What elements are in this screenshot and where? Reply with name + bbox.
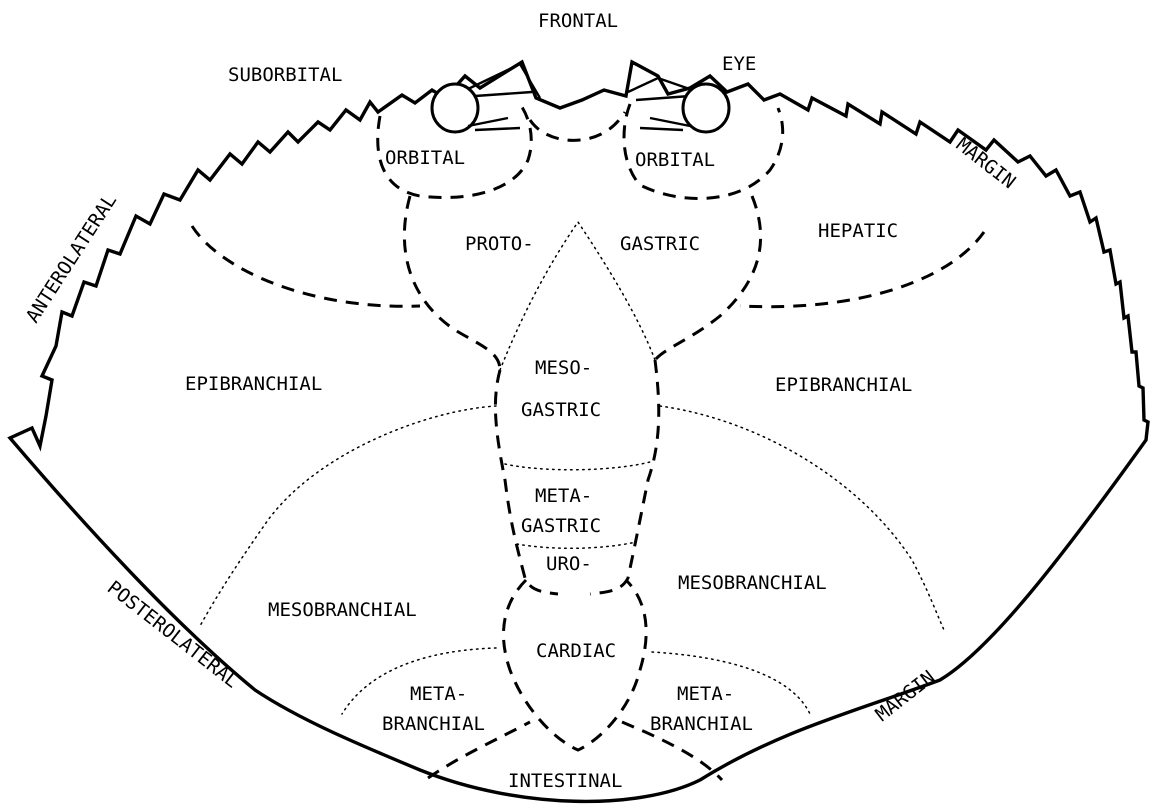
frontal-lobe-left (466, 64, 540, 98)
hepatic-right-boundary (740, 232, 984, 307)
metagastric-line-bottom (517, 542, 636, 548)
label-intestinal: INTESTINAL (508, 770, 622, 792)
label-margin-bottom: MARGIN (872, 666, 940, 726)
mesobranchial-left-line (200, 406, 496, 626)
hepatic-left-boundary (192, 226, 420, 306)
frontal-boundary (530, 112, 625, 140)
label-eye: EYE (722, 53, 756, 75)
label-mesobranchial-right: MESOBRANCHIAL (678, 572, 827, 594)
carapace-outline (10, 62, 1148, 801)
label-metabranchial-right-2: BRANCHIAL (650, 713, 753, 735)
label-uro: URO- (546, 553, 592, 575)
label-suborbital: SUBORBITAL (228, 64, 342, 86)
label-proto: PROTO- (465, 233, 534, 255)
mesobranchial-right-line (660, 406, 944, 630)
protogastric-left-boundary (404, 196, 500, 370)
label-margin-top: MARGIN (952, 134, 1020, 194)
label-meso: MESO- (535, 357, 592, 379)
label-epibranchial-right: EPIBRANCHIAL (775, 374, 912, 396)
label-frontal: FRONTAL (538, 10, 618, 32)
label-meta: META- (535, 485, 592, 507)
label-epibranchial-left: EPIBRANCHIAL (185, 373, 322, 395)
label-hepatic: HEPATIC (818, 220, 898, 242)
label-mesogastric: GASTRIC (521, 399, 601, 421)
label-metabranchial-right-1: META- (677, 683, 734, 705)
eyestalk-right (640, 118, 690, 130)
label-metagastric: GASTRIC (521, 515, 601, 537)
label-mesobranchial-left: MESOBRANCHIAL (268, 599, 417, 621)
label-cardiac: CARDIAC (536, 640, 616, 662)
label-orbital-left: ORBITAL (385, 147, 465, 169)
metagastric-line-top (505, 462, 650, 470)
label-posterolateral: POSTEROLATERAL (103, 577, 243, 693)
label-metabranchial-left-1: META- (410, 683, 467, 705)
label-protogastric: GASTRIC (620, 233, 700, 255)
label-metabranchial-left-2: BRANCHIAL (382, 713, 485, 735)
label-orbital-right: ORBITAL (635, 149, 715, 171)
protogastric-right-boundary (655, 196, 761, 360)
